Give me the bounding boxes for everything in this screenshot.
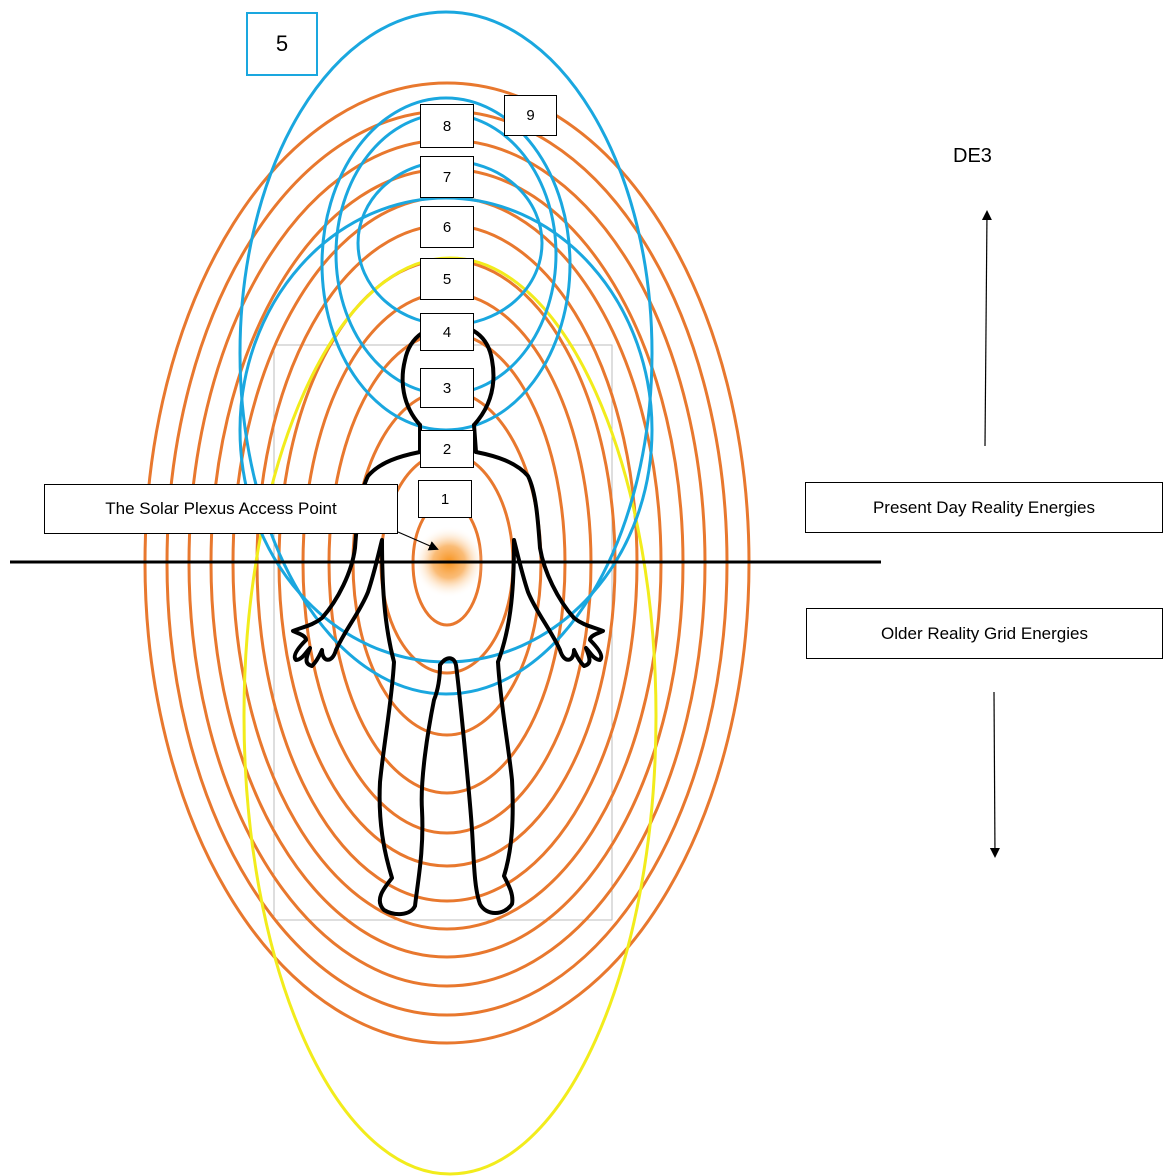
level-box-text: 2 (442, 440, 452, 458)
level-box-6: 6 (420, 206, 474, 248)
present-day-reality-label: Present Day Reality Energies (805, 482, 1163, 533)
present-day-reality-text: Present Day Reality Energies (872, 497, 1096, 517)
level-box-7: 7 (420, 156, 474, 198)
solar-plexus-pointer (397, 531, 439, 551)
level-box-text: 7 (442, 168, 452, 186)
left-body-outline (291, 450, 442, 917)
blue-ring (238, 10, 654, 696)
older-reality-grid-label: Older Reality Grid Energies (806, 608, 1163, 659)
level-box-4: 4 (420, 313, 474, 351)
level-box-text: 1 (440, 490, 450, 508)
level-box-9: 9 (504, 95, 557, 136)
up-arrow (981, 210, 992, 447)
level-box-2: 2 (420, 430, 474, 468)
older-reality-grid-text: Older Reality Grid Energies (881, 623, 1088, 643)
level-box-text: 4 (442, 323, 452, 341)
level-box-1: 1 (418, 480, 472, 518)
level-box-3: 3 (420, 368, 474, 408)
human-body-outline (291, 323, 605, 917)
top-level-box-text: 5 (275, 31, 289, 56)
blue-ring (238, 196, 654, 664)
level-box-8: 8 (420, 104, 474, 148)
level-box-text: 9 (526, 107, 535, 124)
neck-right (472, 423, 478, 454)
level-box-text: 8 (442, 117, 452, 135)
level-box-text: 3 (442, 379, 452, 397)
top-level-box: 5 (246, 12, 318, 76)
down-arrow (989, 691, 1000, 858)
solar-plexus-label-text: The Solar Plexus Access Point (105, 499, 337, 518)
level-box-text: 6 (442, 218, 452, 236)
right-body-outline (474, 450, 605, 668)
leg-inner (438, 656, 515, 915)
solar-plexus-label: The Solar Plexus Access Point (44, 484, 398, 534)
de3-label: DE3 (953, 145, 992, 167)
level-box-text: 5 (442, 270, 452, 288)
level-box-5: 5 (420, 258, 474, 300)
